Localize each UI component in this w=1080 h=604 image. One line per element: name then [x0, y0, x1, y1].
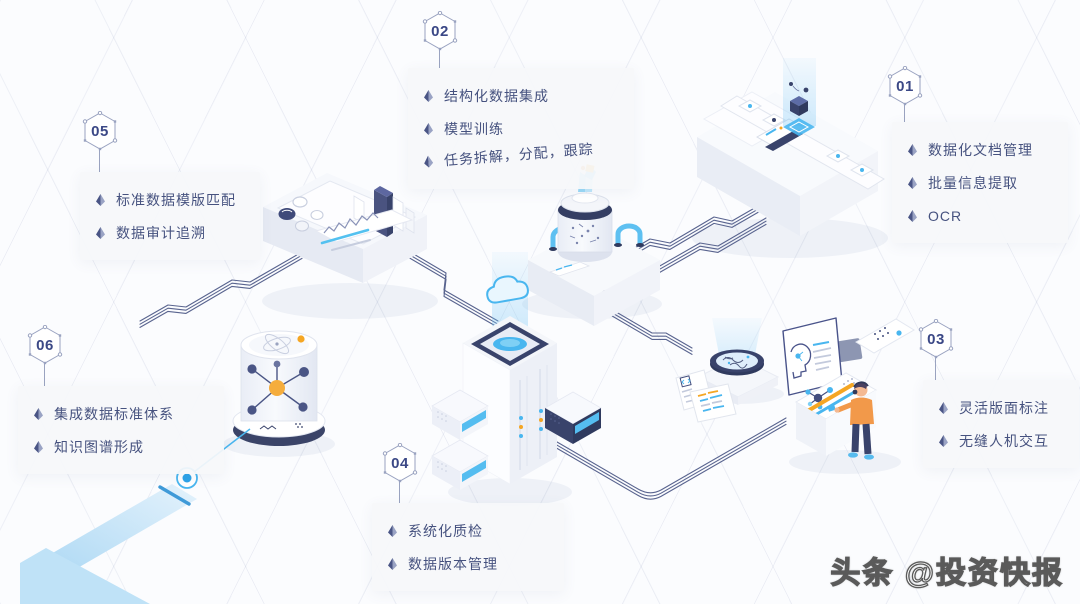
feature-label: 任务拆解，分配，跟踪 [443, 140, 595, 168]
feature-label: 灵活版面标注 [959, 399, 1049, 416]
badge-stem [439, 50, 440, 68]
hexagon-badge-icon [887, 66, 923, 106]
feature-item: 灵活版面标注 [939, 391, 1063, 424]
feature-label: 集成数据标准体系 [54, 405, 174, 422]
badge-stem [399, 482, 400, 503]
diamond-bullet-icon [424, 122, 433, 135]
diamond-bullet-icon [388, 524, 397, 537]
badge-stem [44, 364, 45, 386]
feature-label: 系统化质检 [408, 522, 483, 539]
feature-label: OCR [928, 207, 963, 224]
hexagon-badge-icon [382, 443, 418, 483]
step-number: 05 [91, 122, 109, 140]
step-number: 03 [927, 330, 945, 348]
step-panel-05: 标准数据模版匹配 数据审计追溯 [80, 172, 260, 260]
badge-stem [935, 358, 936, 380]
mixer-machine-illustration [528, 164, 660, 326]
person-operator [827, 381, 874, 460]
feature-item: 任务拆解，分配，跟踪 [423, 130, 619, 178]
step-panel-03: 灵活版面标注 无缝人机交互 [923, 380, 1079, 468]
step-number: 01 [896, 77, 914, 95]
atom-icon [263, 333, 291, 355]
petri-dish-illustration [696, 318, 780, 405]
feature-item: 知识图谱形成 [34, 430, 208, 463]
feature-label: 结构化数据集成 [444, 87, 549, 104]
diamond-bullet-icon [96, 193, 105, 206]
mini-server-boxes [431, 389, 602, 490]
knowledge-tank-illustration [232, 330, 326, 446]
document-machine-illustration [697, 58, 885, 236]
feature-item: 集成数据标准体系 [34, 397, 208, 430]
diamond-bullet-icon [424, 155, 434, 168]
feature-label: 数据审计追溯 [116, 224, 206, 241]
feature-item: 标准数据模版匹配 [96, 183, 244, 216]
molecule-icon [805, 387, 833, 410]
watermark-text: 头条 @投资快报 [830, 556, 1064, 590]
step-number: 02 [431, 22, 449, 40]
feature-label: 无缝人机交互 [959, 432, 1049, 449]
hexagon-badge-icon [82, 111, 118, 151]
diamond-bullet-icon [939, 401, 948, 414]
cloud-hologram-icon [486, 275, 529, 304]
diamond-bullet-icon [34, 407, 43, 420]
node-dot-icon [182, 473, 192, 483]
feature-item: 批量信息提取 [908, 166, 1052, 199]
feature-label: 数据化文档管理 [928, 141, 1033, 158]
feature-item: 数据版本管理 [388, 547, 548, 580]
flow-ribbon-arrow [20, 428, 251, 604]
step-badge-06: 06 [27, 325, 63, 365]
step-badge-03: 03 [918, 319, 954, 359]
diamond-bullet-icon [939, 434, 948, 447]
feature-label: 数据版本管理 [408, 555, 498, 572]
step-badge-02: 02 [422, 11, 458, 51]
feature-label: 模型训练 [444, 120, 504, 137]
ai-head-profile-icon [790, 343, 812, 379]
step-panel-02: 结构化数据集成 模型训练 任务拆解，分配，跟踪 [408, 68, 634, 189]
step-panel-01: 数据化文档管理 批量信息提取 OCR [892, 122, 1068, 243]
ai-head-card-illustration [782, 317, 863, 396]
diamond-bullet-icon [34, 440, 43, 453]
document-cards [737, 99, 875, 177]
step-number: 06 [36, 336, 54, 354]
feature-label: 知识图谱形成 [54, 438, 144, 455]
code-document-cards [675, 369, 737, 423]
step-panel-06: 集成数据标准体系 知识图谱形成 [18, 386, 224, 474]
diamond-bullet-icon [908, 176, 917, 189]
feature-item: 模型训练 [424, 112, 618, 145]
step-badge-04: 04 [382, 443, 418, 483]
feature-item: 系统化质检 [388, 514, 548, 547]
status-led-dots [519, 409, 543, 438]
hexagon-badge-icon [422, 11, 458, 51]
diamond-bullet-icon [96, 226, 105, 239]
feature-item: 数据化文档管理 [908, 133, 1052, 166]
feature-label: 标准数据模版匹配 [116, 191, 236, 208]
knowledge-graph-icon [247, 360, 309, 415]
hologram-cube-icon [783, 58, 816, 136]
step-panel-04: 系统化质检 数据版本管理 [372, 503, 564, 591]
badge-stem [904, 105, 905, 122]
step-badge-05: 05 [82, 111, 118, 151]
feature-item: 结构化数据集成 [424, 79, 618, 112]
diamond-bullet-icon [424, 89, 433, 102]
hexagon-badge-icon [27, 325, 63, 365]
badge-stem [99, 150, 100, 172]
feature-label: 批量信息提取 [928, 174, 1018, 191]
hexagon-badge-icon [918, 319, 954, 359]
step-number: 04 [391, 454, 409, 472]
diamond-bullet-icon [908, 143, 917, 156]
control-console-illustration [263, 173, 427, 283]
feature-item: 数据审计追溯 [96, 216, 244, 249]
diamond-bullet-icon [908, 209, 917, 222]
feature-item: OCR [908, 199, 1052, 232]
feature-item: 无缝人机交互 [939, 424, 1063, 457]
diamond-bullet-icon [388, 557, 397, 570]
step-badge-01: 01 [887, 66, 923, 106]
